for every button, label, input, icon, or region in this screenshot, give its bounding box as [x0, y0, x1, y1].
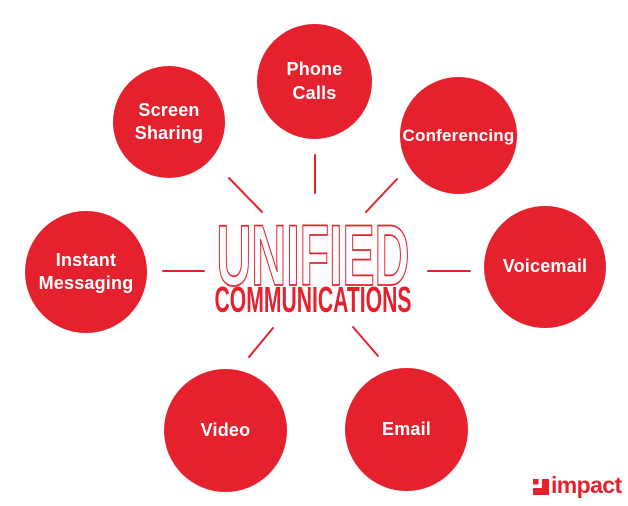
node-phone-calls: Phone Calls	[257, 24, 372, 139]
connector-conferencing	[365, 178, 398, 213]
node-voicemail-label: Voicemail	[502, 256, 588, 277]
node-email-label: Email	[381, 418, 432, 439]
node-conferencing-label: Conferencing	[402, 125, 515, 145]
impact-logo-icon	[533, 479, 549, 495]
node-voicemail: Voicemail	[484, 206, 606, 328]
node-video: Video	[164, 369, 287, 492]
center-title-outline: UNIFIED	[217, 208, 410, 304]
node-screen-sharing: Screen Sharing	[113, 66, 225, 178]
center-subtitle: COMMUNICATIONS	[215, 279, 412, 320]
node-conferencing: Conferencing	[400, 77, 517, 194]
node-instant-messaging: Instant Messaging	[25, 211, 147, 333]
connector-video	[248, 327, 274, 358]
node-email: Email	[345, 368, 468, 491]
node-video-label: Video	[200, 419, 251, 440]
node-phone-calls-label: Phone Calls	[286, 59, 343, 103]
impact-logo-text: impact	[551, 472, 622, 498]
connector-email	[352, 326, 379, 357]
node-instant-messaging-label: Instant Messaging	[38, 249, 134, 293]
node-screen-sharing-label: Screen Sharing	[134, 99, 204, 143]
connector-lines	[162, 154, 471, 358]
connector-screen-sharing	[228, 177, 263, 213]
